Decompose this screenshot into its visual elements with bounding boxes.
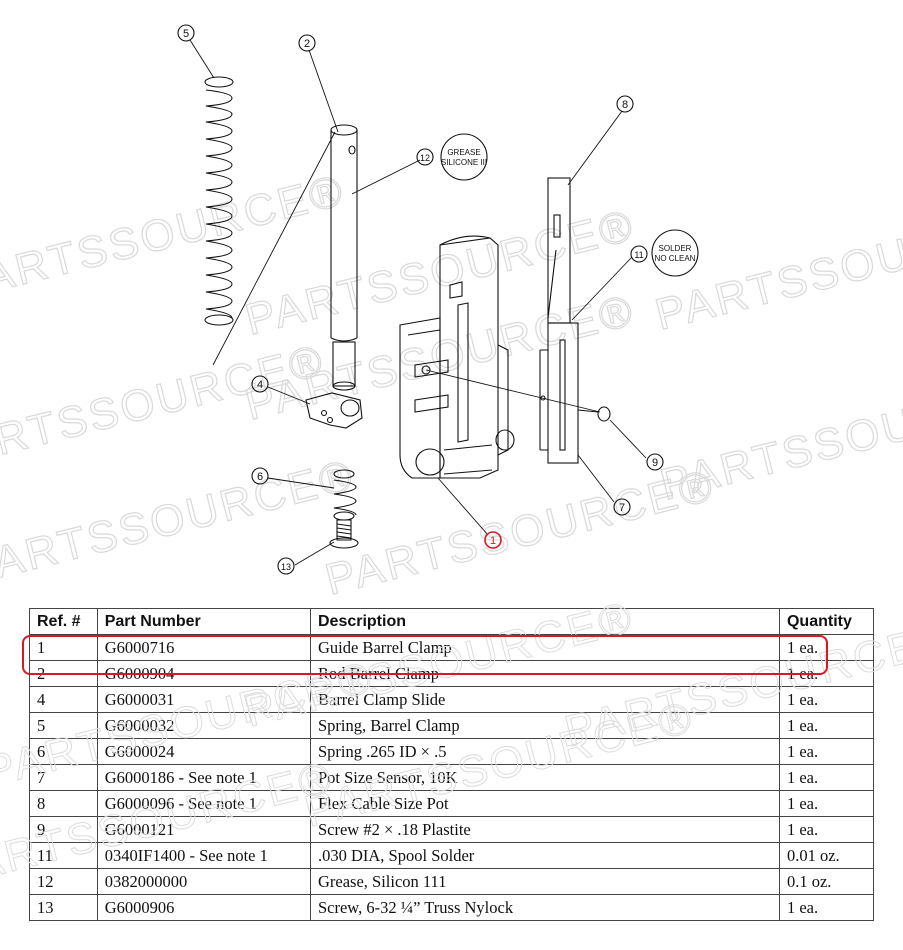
cell-quantity: 1 ea. [778,764,875,791]
callout-12: 12 [420,153,430,163]
cell-ref: 4 [29,686,98,713]
cell-description: Flex Cable Size Pot [309,790,780,817]
cell-ref: 13 [29,894,98,921]
callout-4: 4 [257,379,263,391]
screw-part-13 [329,519,359,549]
callout-13: 13 [281,562,291,572]
cell-ref: 9 [29,816,98,843]
callout-7: 7 [619,502,625,514]
spring-part-6 [333,469,357,521]
header-description: Description [309,608,780,635]
cell-ref: 11 [29,842,98,869]
cell-description: .030 DIA, Spool Solder [309,842,780,869]
solder-note-line1: SOLDER [659,244,692,253]
cell-description: Rod Barrel Clamp [309,660,780,687]
table-header-row: Ref. # Part Number Description Quantity [29,608,875,635]
cell-quantity: 0.01 oz. [778,842,875,869]
grease-note-line2: SILICONE III [441,158,487,167]
cell-description: Screw #2 × .18 Plastite [309,816,780,843]
cell-description: Guide Barrel Clamp [309,634,780,661]
cell-ref: 7 [29,764,98,791]
cell-part-number: G6000032 [96,712,311,739]
guide-barrel-clamp-part-1 [399,235,515,479]
cell-quantity: 1 ea. [778,634,875,661]
callout-11: 11 [634,250,643,260]
watermark-text: PARTSSOURCE® [651,196,903,340]
parts-list-table: Ref. # Part Number Description Quantity … [29,608,875,921]
cell-part-number: G6000096 - See note 1 [96,790,311,817]
cell-quantity: 1 ea. [778,660,875,687]
cell-quantity: 1 ea. [778,712,875,739]
callout-6: 6 [257,471,263,483]
cell-quantity: 1 ea. [778,816,875,843]
cell-ref: 1 [29,634,98,661]
cell-description: Spring .265 ID × .5 [309,738,780,765]
watermark-text: PARTSSOURCE® [0,451,360,595]
cell-quantity: 1 ea. [778,686,875,713]
callout-9: 9 [652,457,658,469]
spring-part-5 [204,76,234,326]
cell-quantity: 1 ea. [778,894,875,921]
header-part-number: Part Number [96,608,311,635]
callouts [177,24,699,575]
cell-ref: 8 [29,790,98,817]
cell-ref: 2 [29,660,98,687]
cell-quantity: 0.1 oz. [778,868,875,895]
pot-sensor-part-7 [539,322,579,464]
header-ref: Ref. # [29,608,98,635]
cell-part-number: 0382000000 [96,868,311,895]
leader-lines [189,39,647,566]
screw-part-9 [577,406,611,422]
cell-part-number: 0340IF1400 - See note 1 [96,842,311,869]
cell-part-number: G6000121 [96,816,311,843]
cell-part-number: G6000904 [96,660,311,687]
watermark-layer: PARTSSOURCE® PARTSSOURCE® PARTSSOURCE® P… [0,165,903,595]
callout-5: 5 [183,28,189,40]
cell-ref: 5 [29,712,98,739]
watermark-text: PARTSSOURCE® [321,461,720,595]
cell-description: Screw, 6-32 ¼” Truss Nylock [309,894,780,921]
callout-2: 2 [304,38,310,50]
cell-part-number: G6000024 [96,738,311,765]
cell-ref: 12 [29,868,98,895]
callout-8: 8 [622,99,628,111]
cell-part-number: G6000031 [96,686,311,713]
header-quantity: Quantity [778,608,875,635]
cell-description: Barrel Clamp Slide [309,686,780,713]
cell-description: Grease, Silicon 111 [309,868,780,895]
cell-part-number: G6000186 - See note 1 [96,764,311,791]
cell-ref: 6 [29,738,98,765]
callout-1: 1 [490,535,496,547]
cell-description: Pot Size Sensor, 10K [309,764,780,791]
slide-part-4 [305,392,363,429]
grease-note-line1: GREASE [447,148,480,157]
solder-note-line2: NO CLEAN [655,254,696,263]
exploded-parts-diagram: PARTSSOURCE® PARTSSOURCE® PARTSSOURCE® P… [0,24,903,595]
cell-part-number: G6000906 [96,894,311,921]
rod-part-2 [330,124,358,391]
cell-part-number: G6000716 [96,634,311,661]
cell-description: Spring, Barrel Clamp [309,712,780,739]
cell-quantity: 1 ea. [778,790,875,817]
cell-quantity: 1 ea. [778,738,875,765]
